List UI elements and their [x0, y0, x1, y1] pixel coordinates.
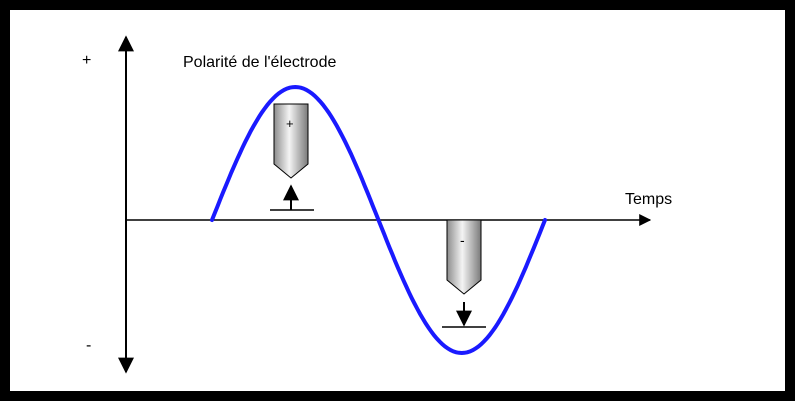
- electrode-positive-sign: +: [286, 116, 294, 131]
- diagram-title: Polarité de l'électrode: [183, 54, 336, 71]
- electrode-positive: +: [270, 103, 314, 211]
- x-axis-label: Temps: [625, 191, 672, 208]
- minus-label: -: [86, 337, 91, 354]
- electrode-positive-body: [273, 103, 309, 179]
- electrode-negative-sign: -: [460, 232, 465, 248]
- plus-label: +: [82, 52, 91, 69]
- electrode-negative: -: [442, 219, 486, 328]
- electrode-negative-body: [446, 219, 482, 295]
- sine-wave: [210, 84, 547, 356]
